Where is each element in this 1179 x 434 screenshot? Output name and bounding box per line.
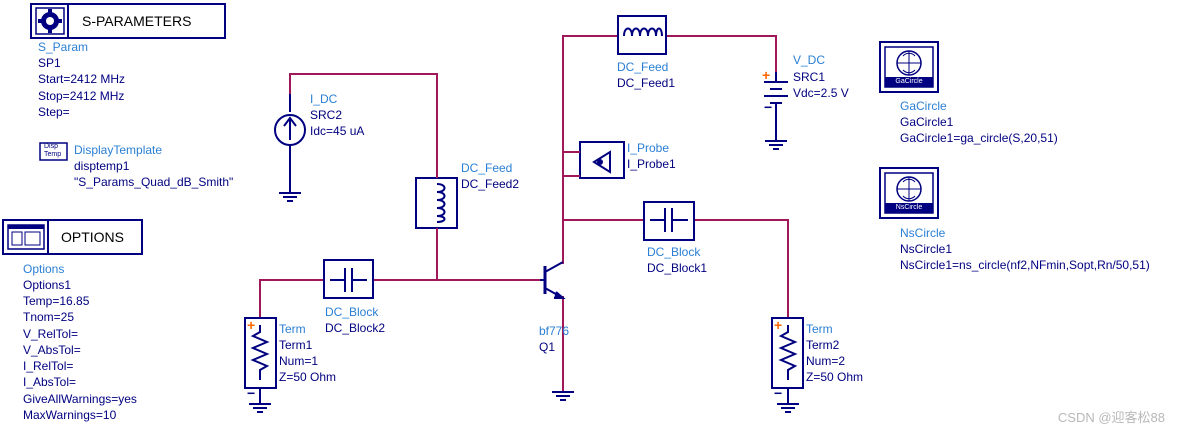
dc-block1-capacitor[interactable]: [643, 201, 695, 241]
vdc-value: Vdc=2.5 V: [793, 86, 849, 100]
dc-feed1-inductor[interactable]: [617, 15, 667, 55]
s-param-start: Start=2412 MHz: [38, 72, 126, 86]
ga-circle-icon[interactable]: [879, 41, 939, 93]
disp-icon-text-2: Temp: [44, 151, 62, 158]
dc-block1-name: DC_Block1: [647, 261, 708, 275]
options-param: Temp=16.85: [23, 294, 90, 308]
ns-circle-name: NsCircle1: [900, 242, 953, 256]
ground-icon: [765, 140, 787, 150]
dc-voltage-source[interactable]: + −: [762, 67, 788, 150]
s-param-title: S-PARAMETERS: [82, 13, 192, 29]
vdc-name: SRC1: [793, 70, 826, 84]
s-param-block[interactable]: [30, 3, 226, 39]
svg-text:+: +: [247, 317, 255, 333]
ns-icon-text: NsCircle: [895, 204, 923, 211]
ga-icon-text: GaCircle: [895, 78, 923, 85]
port-term1[interactable]: + −: [244, 317, 277, 413]
wire-input-line: [259, 279, 324, 318]
display-template-name: disptemp1: [74, 159, 130, 173]
term1-z: Z=50 Ohm: [279, 370, 337, 384]
options-param: MaxWarnings=10: [23, 408, 117, 422]
svg-text:−: −: [774, 385, 782, 401]
ground-icon: [249, 403, 271, 413]
term1-num: Num=1: [279, 354, 319, 368]
iprobe-name: I_Probe1: [627, 157, 676, 171]
options-param: GiveAllWarnings=yes: [23, 392, 137, 406]
options-type: Options: [23, 262, 65, 276]
dc-feed1-type: DC_Feed: [617, 60, 669, 74]
s-param-name: SP1: [38, 56, 61, 70]
options-param: I_RelTol=: [23, 359, 74, 373]
svg-text:−: −: [764, 99, 772, 115]
term2-name: Term2: [806, 338, 840, 352]
transistor-type: bf776: [539, 324, 570, 338]
dc-block2-name: DC_Block2: [325, 321, 386, 335]
iprobe-type: I_Probe: [627, 141, 670, 155]
wire-block1-to-term2: [694, 219, 789, 318]
options-title: OPTIONS: [61, 229, 125, 245]
ground-icon: [552, 391, 574, 401]
disp-icon-text-1: Disp: [44, 143, 59, 150]
wires: [259, 35, 789, 392]
wire-probe-up: [562, 35, 618, 152]
dc-block1-type: DC_Block: [647, 245, 701, 259]
ground-icon: [279, 192, 301, 202]
wire-idc-to-feed2: [289, 73, 438, 162]
display-template-value: "S_Params_Quad_dB_Smith": [74, 175, 234, 189]
s-param-stop: Stop=2412 MHz: [38, 89, 125, 103]
ns-circle-type: NsCircle: [900, 226, 946, 240]
dc-feed2-inductor[interactable]: [415, 162, 458, 232]
ns-circle-expr: NsCircle1=ns_circle(nf2,NFmin,Sopt,Rn/50…: [900, 258, 1150, 272]
ga-circle-name: GaCircle1: [900, 115, 954, 129]
term2-z: Z=50 Ohm: [806, 370, 864, 384]
port-term2[interactable]: + −: [771, 317, 804, 413]
watermark: CSDN @迎客松88: [1057, 410, 1165, 425]
s-param-step: Step=: [38, 105, 70, 119]
options-block[interactable]: [2, 219, 143, 255]
ground-icon: [777, 403, 799, 413]
idc-value: Idc=45 uA: [310, 124, 365, 138]
term2-type: Term: [806, 322, 833, 336]
dc-feed2-type: DC_Feed: [461, 161, 513, 175]
wire-feed1-to-vdc: [666, 35, 777, 72]
dc-feed2-name: DC_Feed2: [461, 177, 520, 191]
term1-type: Term: [279, 322, 306, 336]
current-probe[interactable]: [562, 141, 625, 179]
idc-name: SRC2: [310, 108, 343, 122]
bjt-transistor[interactable]: [540, 261, 574, 401]
dc-feed1-name: DC_Feed1: [617, 76, 676, 90]
display-template-icon[interactable]: [39, 142, 68, 161]
dc-block2-capacitor[interactable]: [323, 259, 374, 299]
ga-circle-expr: GaCircle1=ga_circle(S,20,51): [900, 131, 1058, 145]
svg-text:+: +: [762, 67, 770, 83]
gear-icon: [38, 9, 62, 33]
ga-circle-type: GaCircle: [900, 99, 947, 113]
options-param: Tnom=25: [23, 310, 75, 324]
vdc-type: V_DC: [793, 53, 826, 67]
options-name: Options1: [23, 278, 72, 292]
svg-text:−: −: [247, 385, 255, 401]
idc-type: I_DC: [310, 92, 338, 106]
s-param-type: S_Param: [38, 40, 89, 54]
current-source-idc[interactable]: [274, 94, 306, 202]
svg-text:+: +: [774, 317, 782, 333]
options-param: V_RelTol=: [23, 327, 79, 341]
display-template-type: DisplayTemplate: [74, 143, 163, 157]
ns-circle-icon[interactable]: [879, 167, 939, 219]
options-param: V_AbsTol=: [23, 343, 81, 357]
dc-block2-type: DC_Block: [325, 305, 379, 319]
transistor-name: Q1: [539, 340, 556, 354]
options-param: I_AbsTol=: [23, 375, 77, 389]
term2-num: Num=2: [806, 354, 846, 368]
window-icon: [7, 224, 45, 250]
term1-name: Term1: [279, 338, 313, 352]
